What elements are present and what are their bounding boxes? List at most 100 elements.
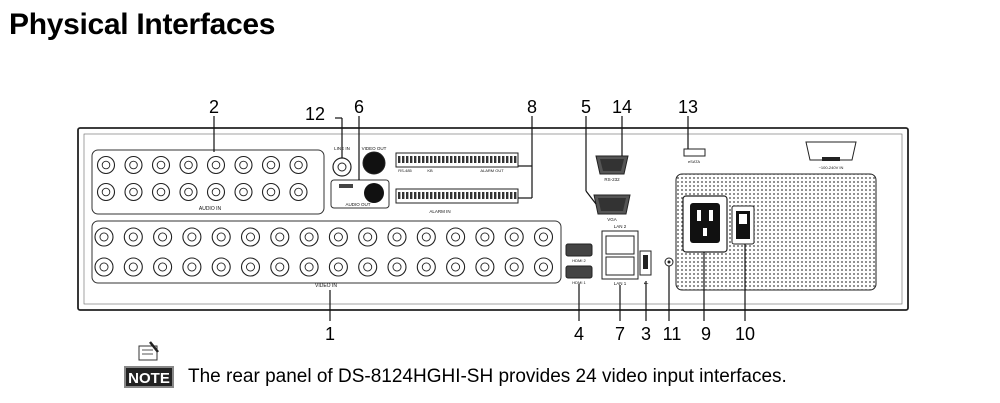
audio-out-jack [364, 183, 384, 203]
terminal-pin [446, 192, 449, 199]
terminal-pin [462, 192, 465, 199]
audio-in-jack-core [184, 187, 193, 197]
callout-3: 3 [641, 324, 651, 344]
terminal-pin [422, 156, 425, 163]
audio-in-jack-core [129, 160, 138, 170]
terminal-pin [466, 156, 469, 163]
terminal-pin [414, 156, 417, 163]
video-in-jack-core [333, 232, 343, 242]
terminal-pin [442, 156, 445, 163]
callout-5: 5 [581, 97, 591, 117]
terminal-pin [418, 192, 421, 199]
terminal-pin [478, 156, 481, 163]
terminal-pin [482, 192, 485, 199]
page-title: Physical Interfaces [9, 8, 276, 41]
terminal-pin [410, 156, 413, 163]
callout-13: 13 [678, 97, 698, 117]
terminal-pin [422, 192, 425, 199]
chassis-outline [77, 127, 909, 311]
callout-1: 1 [325, 324, 335, 344]
video-in-jack-core [99, 262, 109, 272]
terminal-pin [506, 156, 509, 163]
audio-in-jack-core [294, 187, 303, 197]
video-in-jack-core [216, 232, 226, 242]
video-in-jack-core [509, 262, 519, 272]
video-in-jack-core [187, 232, 197, 242]
esata-label: eSATA [688, 159, 700, 164]
rs485-label: RS-485 [398, 168, 412, 173]
terminal-pin [402, 192, 405, 199]
video-in-jack-core [451, 232, 461, 242]
audio-in-jacks [96, 155, 308, 202]
terminal-pin [414, 192, 417, 199]
terminal-pin [482, 156, 485, 163]
terminal-pin [498, 192, 501, 199]
alarm-in-terminals [398, 192, 517, 199]
audio-in-jack-core [101, 160, 111, 170]
terminal-pin [434, 192, 437, 199]
terminal-pin [510, 192, 513, 199]
audio-in-jack-core [156, 187, 166, 197]
audio-out-frame [330, 179, 390, 209]
video-in-jack-core [304, 232, 314, 242]
video-in-jack-core [421, 262, 431, 272]
audio-in-frame [91, 149, 325, 215]
callout-12: 12 [305, 104, 325, 124]
video-in-jack-core [128, 262, 138, 272]
video-in-jack-core [392, 262, 402, 272]
terminal-pin [510, 156, 513, 163]
video-in-jack-core [275, 232, 285, 242]
terminal-pin [438, 156, 441, 163]
note-badge: NOTE [124, 366, 174, 388]
terminal-pin [502, 156, 505, 163]
vga-label: VGA [607, 217, 617, 222]
terminal-pin [474, 192, 477, 199]
video-in-jack-core [363, 232, 373, 242]
terminal-pin [470, 156, 473, 163]
note-text: The rear panel of DS-8124HGHI-SH provide… [188, 366, 787, 387]
audio-out-tag [339, 184, 353, 188]
callout-8: 8 [527, 97, 537, 117]
note-pen-icon [138, 341, 159, 361]
chassis-inner [83, 133, 903, 305]
video-in-jack-core [480, 232, 490, 242]
rs232-port [595, 155, 629, 175]
callout-numbers: 2 12 6 8 5 14 13 1 4 7 3 11 9 10 [209, 97, 755, 344]
video-in-jack-core [539, 232, 549, 242]
terminal-pin [474, 156, 477, 163]
terminal-pin [494, 192, 497, 199]
terminal-pin [494, 156, 497, 163]
terminal-pin [426, 192, 429, 199]
kb-label: KB [427, 168, 433, 173]
video-in-jack-core [245, 262, 255, 272]
terminal-pin [398, 192, 401, 199]
terminal-pin [430, 156, 433, 163]
terminal-pin [490, 192, 493, 199]
audio-out-label: AUDIO OUT [345, 202, 370, 207]
alarm-out-terminals [398, 156, 517, 163]
terminal-pin [446, 156, 449, 163]
terminal-pin [486, 156, 489, 163]
callout-9: 9 [701, 324, 711, 344]
terminal-pin [466, 192, 469, 199]
lan2-port [605, 235, 635, 255]
alarm-out-label: ALARM OUT [480, 168, 504, 173]
lan1-label: LAN 1 [614, 281, 627, 286]
video-in-jack-core [128, 232, 138, 242]
terminal-pin [406, 156, 409, 163]
terminal-pin [462, 156, 465, 163]
terminal-pin [438, 192, 441, 199]
terminal-pin [514, 156, 517, 163]
hdmi2-label: HDMI 2 [572, 258, 586, 263]
callout-2: 2 [209, 97, 219, 117]
callout-11: 11 [663, 324, 682, 344]
vga-port [593, 194, 631, 215]
video-in-frame [91, 220, 562, 284]
power-label: ~100-240V IN [819, 165, 844, 170]
video-in-jack-core [304, 262, 314, 272]
video-in-label: VIDEO IN [315, 283, 337, 289]
video-in-jack-core [187, 262, 197, 272]
terminal-pin [458, 192, 461, 199]
callout-4: 4 [574, 324, 584, 344]
terminal-pin [478, 192, 481, 199]
